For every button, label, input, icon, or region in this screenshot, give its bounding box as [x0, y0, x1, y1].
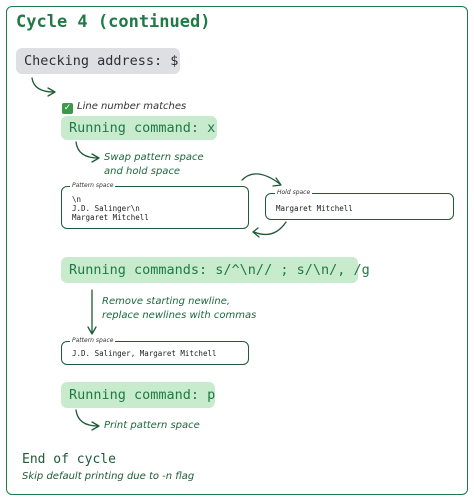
command-substitute-pill: Running commands: s/^\n// ; s/\n/, /g [61, 257, 370, 283]
command-p-label: Running command: p [69, 387, 216, 403]
command-x-label: Running command: x [69, 120, 216, 136]
arrow-pattern-to-hold [241, 173, 282, 187]
pattern-space-box-1 [61, 186, 249, 229]
checking-address-pill: Checking address: $ [16, 48, 180, 74]
checking-address-label: Checking address: $ [24, 53, 179, 69]
arrow-substitute-to-pattern [87, 289, 97, 335]
diagram-title: Cycle 4 (continued) [16, 12, 211, 32]
swap-note: Swap pattern space and hold space [104, 152, 204, 177]
print-note: Print pattern space [104, 420, 200, 431]
pattern-space-box-2 [61, 341, 249, 365]
hold-space-content: Margaret Mitchell [276, 204, 353, 213]
hold-space-box [265, 193, 454, 220]
line-number-note: ✓ Line number matches [62, 86, 186, 114]
pattern-space-content-1: \n J.D. Salinger\n Margaret Mitchell [72, 195, 149, 222]
pattern-space-content-2: J.D. Salinger, Margaret Mitchell [72, 349, 217, 358]
line-number-note-text: Line number matches [77, 101, 187, 112]
arrow-hold-to-pattern [252, 221, 287, 238]
pattern-space-label-2: Pattern space [70, 337, 116, 344]
end-of-cycle-title: End of cycle [22, 452, 116, 467]
substitute-note: Remove starting newline, replace newline… [102, 296, 257, 321]
arrow-checking-to-note [31, 77, 56, 97]
arrow-p-to-note [75, 409, 100, 431]
arrow-x-to-note [75, 141, 100, 163]
checkmark-icon: ✓ [62, 103, 73, 114]
end-of-cycle-note: Skip default printing due to -n flag [22, 471, 195, 482]
pattern-space-label-1: Pattern space [70, 182, 116, 189]
hold-space-label: Hold space [275, 189, 313, 196]
command-x-pill: Running command: x [61, 116, 217, 140]
command-p-pill: Running command: p [61, 382, 215, 408]
cycle-frame [6, 6, 468, 495]
command-substitute-label: Running commands: s/^\n// ; s/\n/, /g [69, 262, 370, 278]
